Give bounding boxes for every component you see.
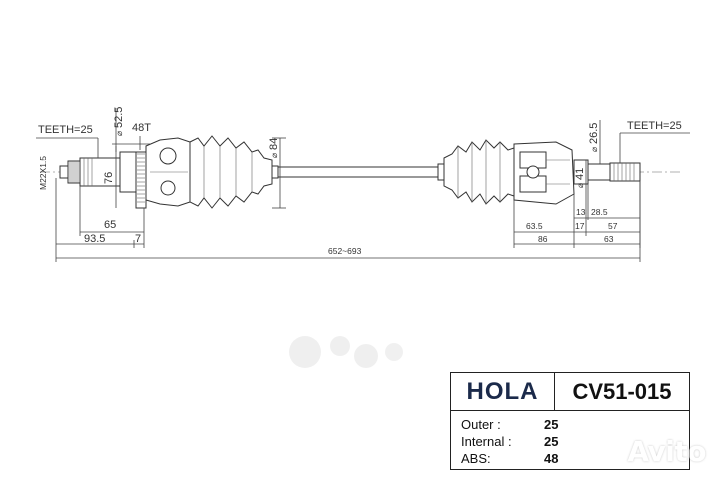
- abs-ring: [135, 151, 147, 209]
- avito-watermark: Avito: [589, 435, 706, 468]
- watermark-circles: [289, 336, 403, 368]
- label-diameter-52-5: 52.5: [113, 107, 125, 128]
- label-dim-28-5: 28.5: [591, 207, 608, 217]
- label-dim-63: 63: [604, 234, 614, 244]
- brand-name: HOLA: [466, 377, 539, 405]
- label-teeth-left: TEETH=25: [38, 124, 93, 136]
- spec-key: Outer :: [461, 417, 501, 432]
- spec-row-outer: Outer : 25: [461, 417, 681, 434]
- label-diameter-26-5: 26.5: [588, 123, 600, 144]
- spec-value: 48: [544, 451, 559, 466]
- label-dim-86: 86: [538, 234, 548, 244]
- label-dim-93-5: 93.5: [84, 233, 105, 245]
- spec-row-internal: Internal : 25: [461, 434, 681, 451]
- spec-row-abs: ABS: 48: [461, 451, 681, 468]
- inner-cv-joint: [513, 141, 575, 205]
- label-diameter-84-symbol: ⌀: [269, 152, 279, 158]
- label-dim-63-5: 63.5: [526, 221, 543, 231]
- label-dim-65: 65: [104, 219, 116, 231]
- label-dim-total: 652~693: [328, 246, 362, 256]
- label-dim-13: 13: [576, 207, 586, 217]
- outer-cv-joint: [145, 137, 191, 207]
- title-block: HOLA CV51-015 Outer : 25 Internal : 25 A…: [450, 372, 690, 470]
- part-number: CV51-015: [555, 373, 689, 411]
- right-stub-shaft: [573, 159, 641, 185]
- label-diameter-84: 84: [268, 138, 280, 150]
- avito-dots-icon: [589, 438, 623, 466]
- label-dim-57: 57: [608, 221, 618, 231]
- brand-logo: HOLA: [451, 373, 555, 411]
- label-diameter-41-symbol: ⌀: [575, 182, 585, 188]
- spec-value: 25: [544, 434, 559, 449]
- main-shaft: [277, 166, 439, 178]
- label-dim-76: 76: [103, 172, 115, 184]
- left-stub-shaft: [59, 151, 137, 193]
- right-dimensions: [513, 120, 690, 248]
- label-dim-17: 17: [575, 221, 585, 231]
- label-diameter-26-5-symbol: ⌀: [589, 146, 599, 152]
- watermark-text: Avito: [627, 435, 706, 468]
- spec-value: 25: [544, 417, 559, 432]
- label-thread: M22X1.5: [38, 156, 48, 190]
- label-spline-48t: 48T: [132, 122, 151, 134]
- spec-key: ABS:: [461, 451, 491, 466]
- label-diameter-41: 41: [574, 168, 586, 180]
- label-diameter-52-5-symbol: ⌀: [114, 130, 124, 136]
- outer-boot: [189, 135, 279, 209]
- inner-boot: [437, 139, 515, 205]
- label-dim-7: 7: [135, 233, 141, 245]
- spec-key: Internal :: [461, 434, 512, 449]
- label-teeth-right: TEETH=25: [627, 120, 682, 132]
